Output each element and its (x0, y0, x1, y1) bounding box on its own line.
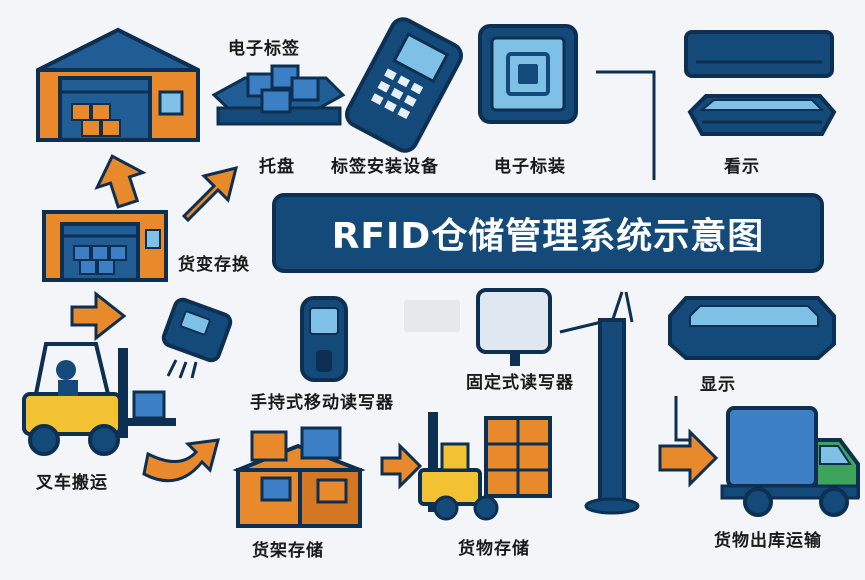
label-display-top: 看示 (724, 157, 760, 177)
exchange-warehouse-icon (42, 210, 168, 282)
label-electronic-tag: 电子标签 (228, 39, 300, 59)
warehouse-icon (36, 27, 200, 142)
arrow-up-right-icon (181, 165, 239, 223)
connector-line (596, 70, 656, 180)
placeholder-box (404, 300, 460, 332)
page-title: RFID仓储管理系统示意图 (331, 216, 765, 257)
label-goods-storage: 货物存储 (458, 539, 530, 559)
arrow-right-icon (70, 290, 127, 342)
rfid-reader-icon (161, 297, 233, 379)
label-forklift-transport: 叉车搬运 (36, 473, 108, 493)
antenna-pole-icon (559, 291, 640, 515)
title-banner: RFID仓储管理系统示意图 (272, 193, 824, 273)
label-goods-exchange: 货变存换 (178, 255, 250, 275)
arrow-right-2-icon (380, 442, 423, 490)
forklift-icon (22, 342, 176, 456)
display-device-icon (687, 94, 837, 136)
device-box-icon (684, 30, 834, 78)
arrow-down-right-icon (658, 396, 719, 488)
label-fixed-reader: 固定式读写器 (466, 373, 574, 393)
tag-install-device-icon (344, 17, 464, 153)
handheld-scanner-icon (300, 296, 348, 382)
arrow-up-icon (94, 154, 147, 209)
label-display: 显示 (700, 375, 736, 395)
label-shelf-storage: 货架存储 (252, 541, 324, 561)
label-goods-outbound: 货物出库运输 (714, 531, 822, 551)
rfid-tag-icon (478, 24, 578, 124)
label-pallet: 托盘 (259, 157, 295, 177)
label-electronic-tagging: 电子标装 (494, 157, 566, 177)
shelf-storage-icon (232, 426, 366, 528)
pallet-icon (211, 64, 346, 126)
label-handheld-reader: 手持式移动读写器 (250, 393, 394, 413)
storage-forklift-icon (418, 412, 552, 521)
label-tag-install-device: 标签安装设备 (331, 157, 439, 177)
curved-arrow-icon (142, 438, 221, 483)
tablet-display-icon (668, 296, 836, 360)
fixed-reader-icon (476, 288, 552, 366)
delivery-truck-icon (720, 406, 860, 517)
